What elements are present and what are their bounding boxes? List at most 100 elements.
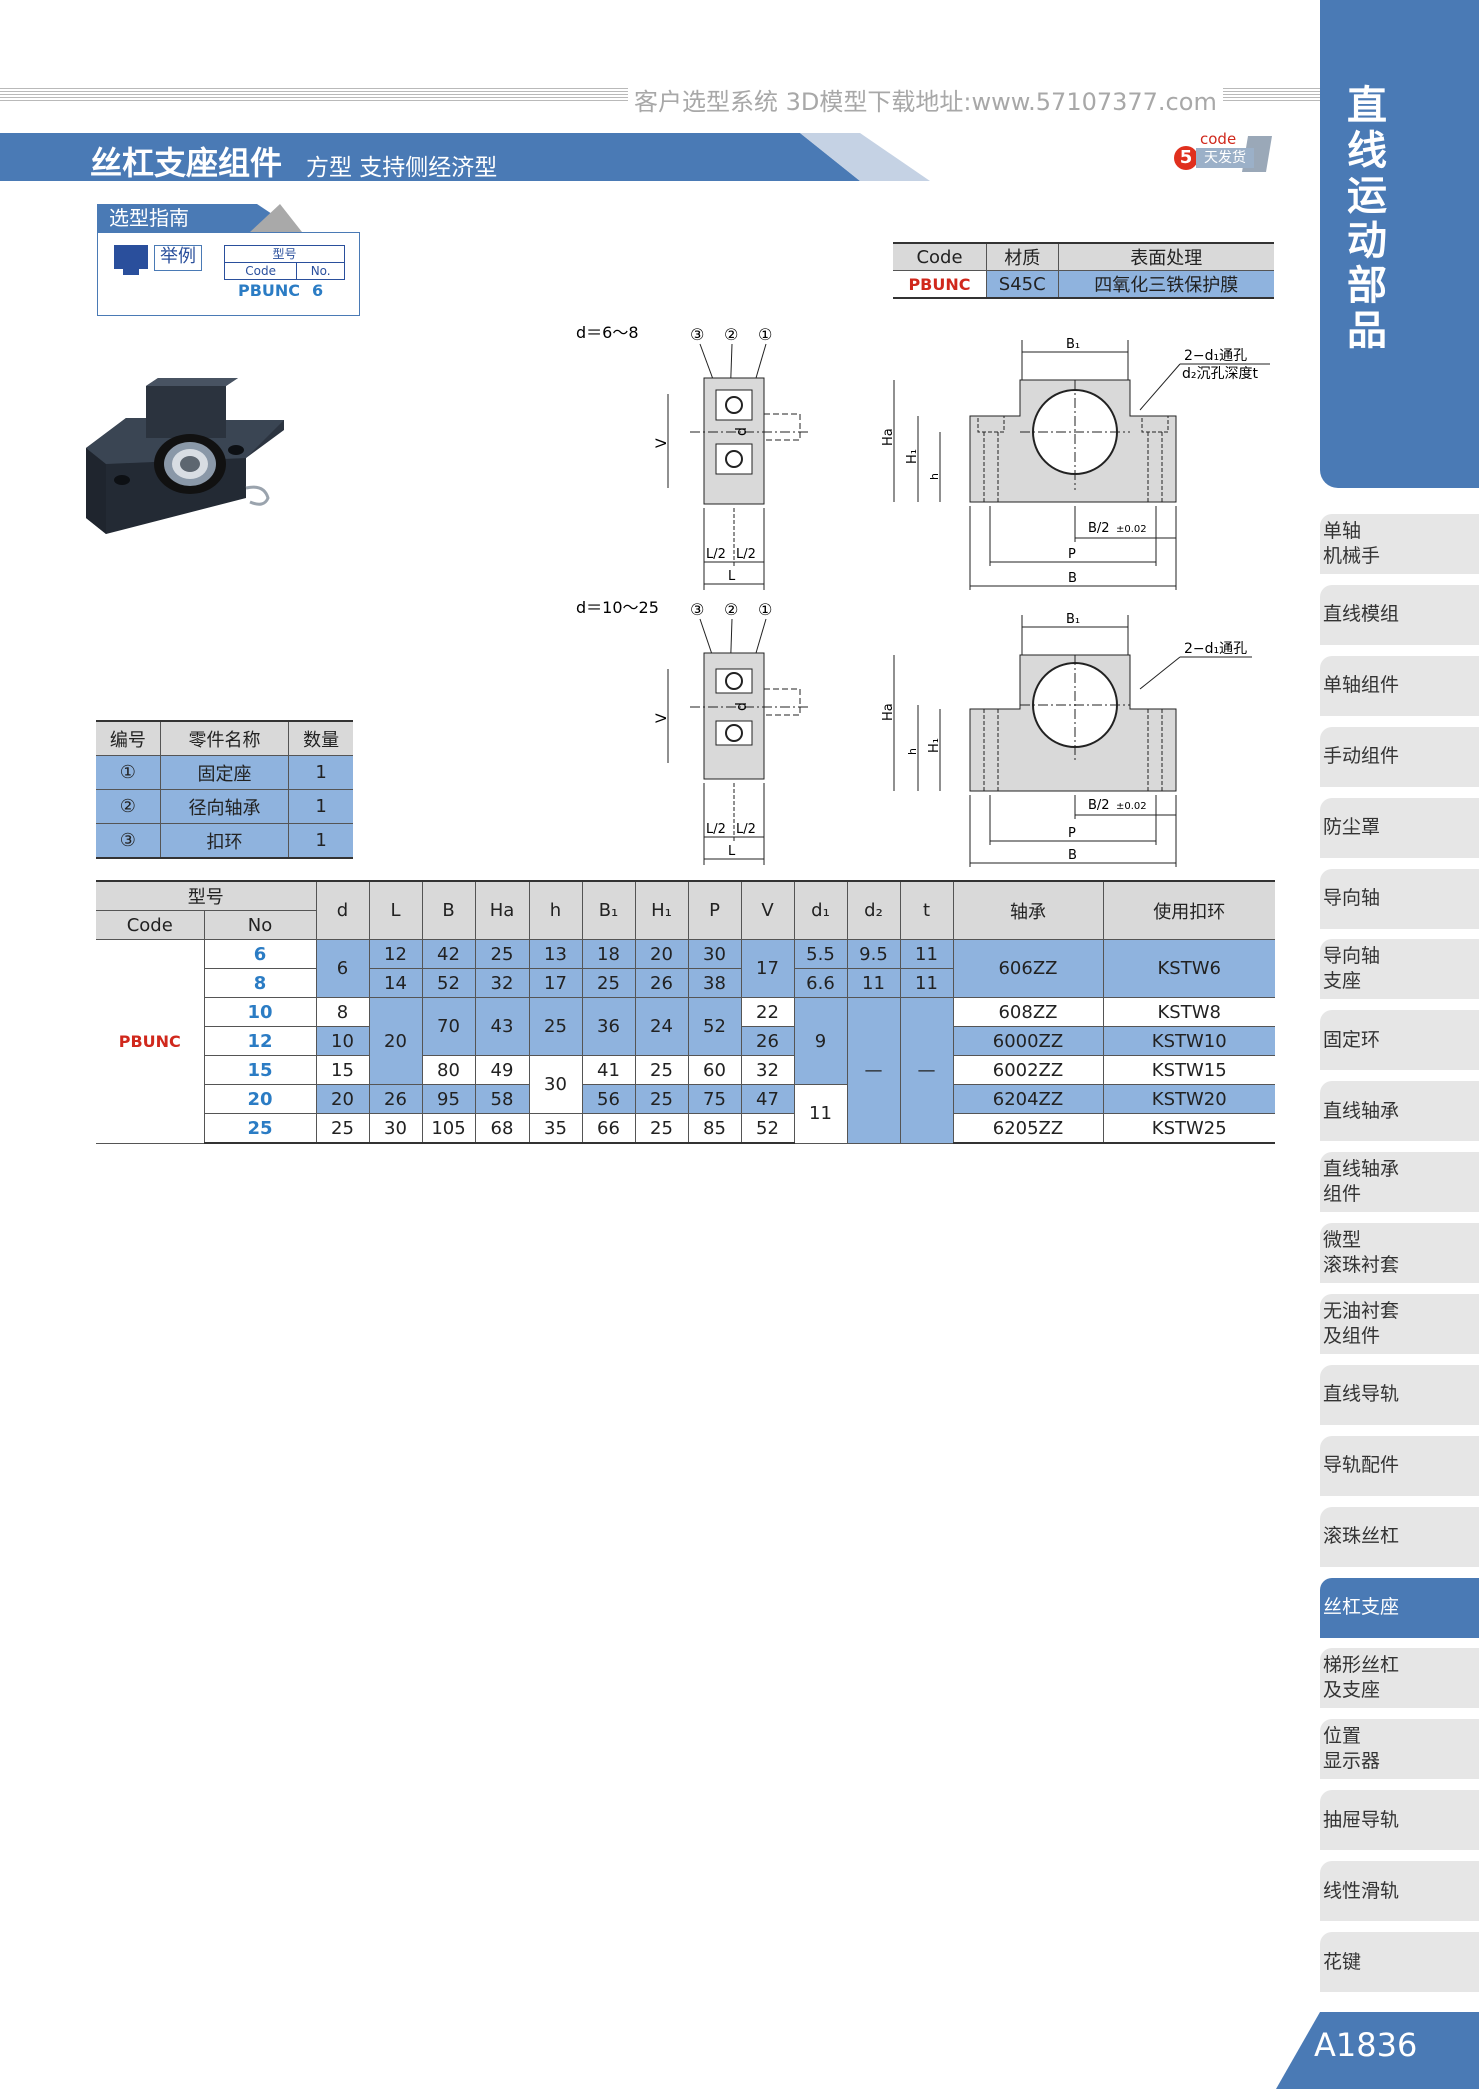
spec-cell-d2: 9.5	[846, 939, 901, 969]
spec-cell-ha: 49	[474, 1055, 530, 1085]
spec-cell-b: 105	[421, 1113, 476, 1144]
spec-cell-b1: 41	[581, 1055, 636, 1085]
spec-cell-ring: KSTW25	[1102, 1113, 1275, 1144]
spec-table: 型号 d L B Ha h B₁ H₁ P V d₁ d₂ t 轴承 使用扣环 …	[96, 880, 1275, 1144]
sidebar-item-20[interactable]: 线性滑轨	[1320, 1861, 1479, 1922]
table-row: 10 8 20 70 43 25 36 24 52 22 9 — — 608ZZ…	[96, 997, 1275, 1144]
sidebar-item-15[interactable]: 滚珠丝杠	[1320, 1506, 1479, 1567]
spec-cell-v: 47	[740, 1084, 795, 1114]
spec-cell-d: 8	[315, 997, 370, 1027]
spec-header-h: h	[528, 880, 583, 940]
sidebar-item-7[interactable]: 导向轴 支座	[1320, 939, 1479, 1000]
spec-cell-d1: 6.6	[793, 968, 848, 998]
spec-cell-bearing: 6204ZZ	[952, 1084, 1104, 1114]
spec-header-p: P	[687, 880, 742, 940]
table-row: ① 固定座 1	[96, 755, 353, 790]
part-no: ②	[96, 789, 161, 824]
spec-cell-d1: 11	[793, 1084, 848, 1144]
sidebar-item-18[interactable]: 位置 显示器	[1320, 1719, 1479, 1780]
dim-p-small: P	[1068, 547, 1076, 562]
range-small-label: d＝6～8	[576, 323, 639, 342]
spec-header-t: t	[899, 880, 954, 940]
spec-cell-bearing: 6000ZZ	[952, 1026, 1104, 1056]
download-url-text: 客户选型系统 3D模型下载地址:www.57107377.com	[628, 82, 1223, 117]
sidebar-item-3[interactable]: 单轴组件	[1320, 655, 1479, 716]
spec-cell-p: 75	[687, 1084, 742, 1114]
example-model-header: 型号	[224, 245, 345, 263]
dim-l-half-left-small: L/2	[706, 547, 726, 562]
spec-cell-d: 15	[315, 1055, 370, 1085]
page-title: 丝杠支座组件	[90, 144, 283, 182]
table-row: 20 20 26 95 58 56 25 75 47 11 6204ZZ KST…	[96, 1084, 1275, 1144]
material-table: Code 材质 表面处理 PBUNC S45C 四氧化三铁保护膜	[893, 242, 1274, 299]
dim-ha-small: Ha	[881, 428, 896, 446]
sidebar-item-19[interactable]: 抽屉导轨	[1320, 1790, 1479, 1851]
sidebar-item-12[interactable]: 无油衬套 及组件	[1320, 1293, 1479, 1354]
sidebar-item-10[interactable]: 直线轴承 组件	[1320, 1152, 1479, 1213]
page-subtitle: 方型 支持侧经济型	[306, 155, 498, 181]
parts-header-no: 编号	[96, 720, 161, 756]
product-photo	[86, 378, 284, 534]
sidebar-item-14[interactable]: 导轨配件	[1320, 1435, 1479, 1496]
spec-header-d: d	[315, 880, 370, 940]
dim-b1-small: B₁	[1066, 337, 1080, 352]
front-view-small: B₁ 2−d₁通孔 d₂沉孔深度t Ha H₁ h B/2 ±0.02 P B	[881, 337, 1270, 590]
spec-cell-p: 85	[687, 1113, 742, 1144]
material-header-material: 材质	[985, 242, 1059, 271]
sidebar-item-11[interactable]: 微型 滚珠衬套	[1320, 1223, 1479, 1283]
spec-cell-d1: 5.5	[793, 939, 848, 969]
spec-cell-ring: KSTW10	[1102, 1026, 1275, 1056]
spec-cell-t: 11	[899, 968, 954, 998]
spec-cell-bearing: 6205ZZ	[952, 1113, 1104, 1144]
dim-b-large: B	[1068, 848, 1077, 863]
dim-b-half-large: B/2	[1088, 798, 1110, 813]
sidebar-item-label: 线性滑轨	[1323, 1879, 1400, 1902]
sidebar-item-21[interactable]: 花键	[1320, 1932, 1479, 1992]
sidebar-item-6[interactable]: 导向轴	[1320, 868, 1479, 929]
spec-cell-b: 80	[421, 1055, 476, 1085]
finish-value: 四氧化三铁保护膜	[1057, 270, 1274, 299]
marker-1-large: ①	[758, 600, 772, 619]
spec-no: 8	[203, 968, 317, 998]
sidebar-item-8[interactable]: 固定环	[1320, 1010, 1479, 1071]
sidebar-item-2[interactable]: 直线模组	[1320, 584, 1479, 645]
table-row: ③ 扣环 1	[96, 823, 353, 859]
sidebar-item-17[interactable]: 梯形丝杠 及支座	[1320, 1648, 1479, 1709]
spec-cell-v: 22	[740, 997, 795, 1027]
sidebar-item-label: 直线轴承 组件	[1323, 1158, 1400, 1206]
spec-cell-bearing: 6002ZZ	[952, 1055, 1104, 1085]
table-row: 8 14 52 32 17 25 26 38 6.6 11 11	[96, 968, 1275, 998]
spec-cell-ring: KSTW8	[1102, 997, 1275, 1027]
dim-d-large: d	[734, 702, 750, 711]
spec-header-no: No	[203, 910, 317, 940]
badge-code: code	[1200, 130, 1237, 148]
sidebar-item-5[interactable]: 防尘罩	[1320, 797, 1479, 858]
spec-cell-p: 30	[687, 939, 742, 969]
spec-cell-v: 32	[740, 1055, 795, 1085]
sidebar-item-1[interactable]: 单轴 机械手	[1320, 514, 1479, 574]
counterbore-label-small: d₂沉孔深度t	[1182, 366, 1258, 382]
spec-cell-h: 25	[528, 997, 583, 1056]
spec-cell-v: 52	[740, 1113, 795, 1144]
sidebar-item-9[interactable]: 直线轴承	[1320, 1081, 1479, 1142]
marker-3-large: ③	[690, 600, 704, 619]
material-header-code: Code	[893, 242, 987, 271]
spec-no: 20	[203, 1084, 317, 1114]
spec-cell-ring: KSTW15	[1102, 1055, 1275, 1085]
spec-cell-h1: 24	[634, 997, 689, 1056]
sidebar-item-label: 位置 显示器	[1323, 1725, 1381, 1773]
spec-cell-ha: 32	[474, 968, 530, 998]
sidebar-item-label: 手动组件	[1323, 745, 1400, 768]
dim-l-large: L	[728, 844, 736, 859]
table-row: ② 径向轴承 1	[96, 789, 353, 824]
part-no: ③	[96, 823, 161, 859]
sidebar-item-13[interactable]: 直线导轨	[1320, 1364, 1479, 1425]
sidebar-item-label: 单轴 机械手	[1323, 520, 1381, 567]
sidebar-item-16[interactable]: 丝杠支座	[1320, 1577, 1479, 1638]
spec-cell-h1: 25	[634, 1055, 689, 1085]
spec-header-bearing: 轴承	[952, 880, 1104, 940]
sidebar-item-4[interactable]: 手动组件	[1320, 726, 1479, 787]
material-value: S45C	[985, 270, 1059, 299]
sidebar-item-label: 导向轴 支座	[1323, 945, 1381, 993]
page-number: A1836	[1314, 2026, 1418, 2064]
